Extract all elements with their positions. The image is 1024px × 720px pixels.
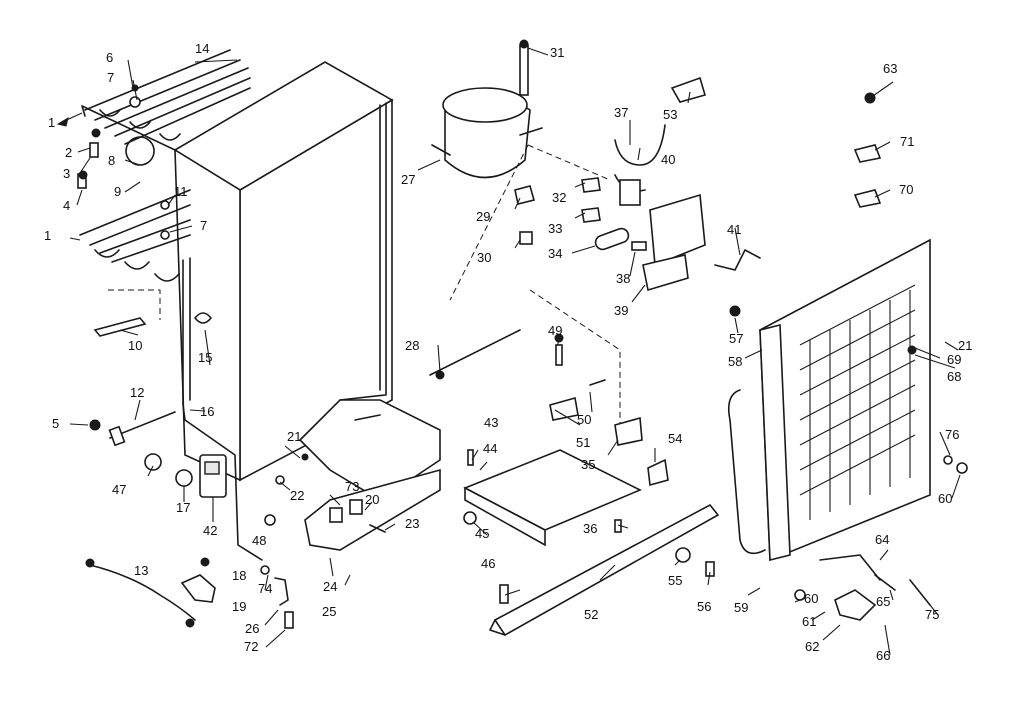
part-label-p55: 55 [668,573,682,588]
part-label-p36: 36 [583,521,597,536]
part-label-p61: 61 [802,614,816,629]
part-label-p40: 40 [661,152,675,167]
part-label-p24: 24 [323,579,337,594]
part-label-p32: 32 [552,190,566,205]
part-label-p43: 43 [484,415,498,430]
part-label-p1b: 1 [44,228,51,243]
part-label-p62: 62 [805,639,819,654]
part-label-p6: 6 [106,50,113,65]
part-label-p71: 71 [900,134,914,149]
cabinet [173,61,394,482]
part-label-p53: 53 [663,107,677,122]
part-label-p11: 11 [174,184,188,199]
part-label-p25: 25 [322,604,336,619]
part-label-p1a: 1 [48,115,55,130]
part-label-p14: 14 [195,41,209,56]
top-right-parts [853,92,882,208]
part-label-p42: 42 [203,523,217,538]
screws-left [77,84,170,240]
part-label-p23: 23 [405,516,419,531]
part-label-p47: 47 [112,482,126,497]
part-label-p37: 37 [614,105,628,120]
part-label-p58: 58 [728,354,742,369]
base-rail [489,503,720,637]
part-label-p57: 57 [729,331,743,346]
part-label-p44: 44 [483,441,497,456]
part-label-p72: 72 [244,639,258,654]
machine-brackets [275,394,441,551]
part-label-p27: 27 [401,172,415,187]
part-label-p68: 68 [947,369,961,384]
part-label-p16: 16 [200,404,214,419]
part-label-p49: 49 [548,323,562,338]
part-label-p30: 30 [477,250,491,265]
part-label-p10: 10 [128,338,142,353]
part-label-p70: 70 [899,182,913,197]
part-label-p38: 38 [616,271,630,286]
part-label-p65: 65 [876,594,890,609]
part-label-p12: 12 [130,385,144,400]
part-label-p7a: 7 [107,70,114,85]
compressor [431,39,543,179]
part-label-p29: 29 [476,209,490,224]
part-label-p64: 64 [875,532,889,547]
part-label-p19: 19 [232,599,246,614]
leader-lines [56,47,961,656]
part-label-p39: 39 [614,303,628,318]
part-label-p18: 18 [232,568,246,583]
part-label-p60b: 60 [938,491,952,506]
part-label-p33: 33 [548,221,562,236]
part-label-p50: 50 [577,412,591,427]
part-label-p34: 34 [548,246,562,261]
part-label-p73: 73 [345,479,359,494]
part-label-p13: 13 [134,563,148,578]
part-label-p28: 28 [405,338,419,353]
part-label-p22: 22 [290,488,304,503]
part-label-p63: 63 [883,61,897,76]
top-middle-parts [449,76,761,430]
part-label-p2: 2 [65,145,72,160]
part-label-p5: 5 [52,416,59,431]
part-label-p15: 15 [198,350,212,365]
part-label-p17: 17 [176,500,190,515]
part-label-p35: 35 [581,457,595,472]
part-label-p21a: 21 [287,429,301,444]
part-label-p4: 4 [63,198,70,213]
part-label-p9: 9 [114,184,121,199]
part-label-p66: 66 [876,648,890,663]
part-label-p54: 54 [668,431,682,446]
part-label-p45: 45 [475,526,489,541]
part-label-p26: 26 [245,621,259,636]
part-label-p48: 48 [252,533,266,548]
lower-shelf-wires [79,189,191,282]
part-label-p56: 56 [697,599,711,614]
part-label-p69: 69 [947,352,961,367]
part-label-p41: 41 [727,222,741,237]
part-label-p21b: 21 [958,338,972,353]
part-label-p74: 74 [258,581,272,596]
part-label-p51: 51 [576,435,590,450]
part-label-p3: 3 [63,166,70,181]
part-label-p20: 20 [365,492,379,507]
part-label-p60a: 60 [804,591,818,606]
part-label-p52: 52 [584,607,598,622]
left-lower-parts [85,257,294,629]
condenser-grid [799,284,916,520]
part-label-p7b: 7 [200,218,207,233]
condenser [727,238,968,621]
part-label-p76: 76 [945,427,959,442]
part-label-p46: 46 [481,556,495,571]
part-label-p75: 75 [925,607,939,622]
upper-shelf-wires [81,49,251,151]
part-labels: 1 1 2 3 4 5 6 7 7 8 9 10 11 12 13 14 15 … [44,41,972,663]
part-label-p8: 8 [108,153,115,168]
base-frame [429,329,669,547]
bracket-10 [93,289,161,337]
part-label-p31: 31 [550,45,564,60]
part-label-p59: 59 [734,600,748,615]
